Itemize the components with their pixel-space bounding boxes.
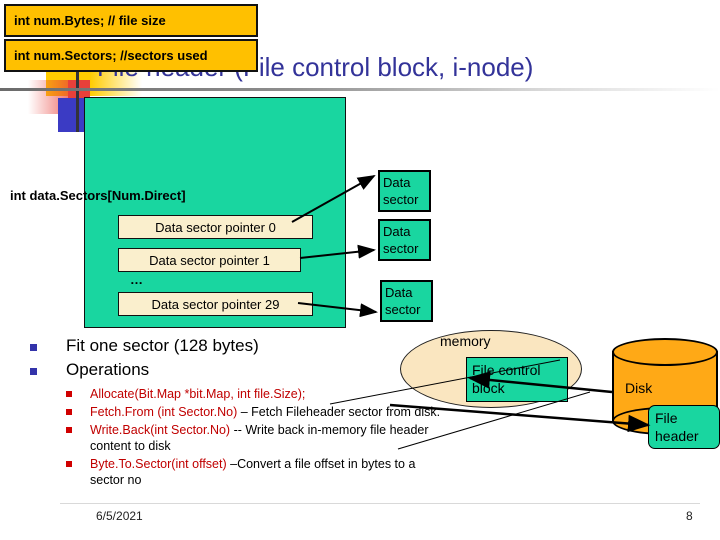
- file-control-block-line2: block: [472, 380, 505, 396]
- operation-bytetosector-desc: –Convert a file offset in bytes to a sec…: [90, 457, 416, 487]
- data-sector-pointer-0: Data sector pointer 0: [118, 215, 313, 239]
- data-sector-box-0-line2: sector: [383, 192, 419, 207]
- data-sector-box-2-line1: Data: [385, 285, 413, 300]
- data-sector-box-0: Data sector: [378, 170, 431, 212]
- footer-date: 6/5/2021: [96, 509, 143, 523]
- operation-fetchfrom: Fetch.From (int Sector.No) – Fetch Fileh…: [64, 404, 448, 420]
- operation-allocate: Allocate(Bit.Map *bit.Map, int file.Size…: [64, 386, 448, 402]
- bullet-operations-label: Operations: [66, 360, 150, 379]
- data-sector-box-1-line2: sector: [383, 241, 419, 256]
- disk-cylinder-top: [612, 338, 718, 366]
- square-sub-bullet-icon: [66, 409, 72, 415]
- disk-label: Disk: [625, 380, 653, 396]
- array-declaration: int data.Sectors[Num.Direct]: [10, 188, 186, 203]
- data-sector-box-1: Data sector: [378, 219, 431, 261]
- data-sector-box-2-line2: sector: [385, 302, 421, 317]
- memory-label: memory: [440, 333, 491, 349]
- field-num-bytes: int num.Bytes; // file size: [4, 4, 258, 37]
- disk-file-header-line2: header: [655, 428, 699, 444]
- title-divider: [0, 88, 720, 91]
- operation-writeback-desc: -- Write back in-memory file header cont…: [90, 423, 429, 453]
- pointer-ellipsis: …: [130, 272, 143, 287]
- data-sector-pointer-1: Data sector pointer 1: [118, 248, 301, 272]
- operation-writeback: Write.Back(int Sector.No) -- Write back …: [64, 422, 448, 454]
- data-sector-pointer-29: Data sector pointer 29: [118, 292, 313, 316]
- operation-fetchfrom-desc: – Fetch Fileheader sector from disk.: [237, 405, 441, 419]
- data-sector-box-0-line1: Data: [383, 175, 411, 190]
- operations-sublist: Allocate(Bit.Map *bit.Map, int file.Size…: [64, 386, 448, 488]
- footer-page-number: 8: [686, 509, 693, 523]
- square-bullet-icon: [30, 344, 37, 351]
- file-control-block-box: File control block: [466, 357, 568, 402]
- disk-file-header-box: File header: [648, 405, 720, 449]
- operation-writeback-signature: Write.Back(int Sector.No): [90, 423, 231, 437]
- bullet-fit-one-sector-label: Fit one sector (128 bytes): [66, 336, 259, 355]
- operation-fetchfrom-signature: Fetch.From (int Sector.No): [90, 405, 238, 419]
- bullet-fit-one-sector: Fit one sector (128 bytes): [28, 336, 448, 356]
- square-sub-bullet-icon: [66, 427, 72, 433]
- bullet-list: Fit one sector (128 bytes) Operations Al…: [28, 336, 448, 490]
- operation-allocate-signature: Allocate(Bit.Map *bit.Map, int file.Size…: [90, 387, 306, 401]
- bullet-operations: Operations: [28, 360, 448, 380]
- footer-divider: [60, 503, 700, 504]
- operation-bytetosector: Byte.To.Sector(int offset) –Convert a fi…: [64, 456, 448, 488]
- data-sector-box-1-line1: Data: [383, 224, 411, 239]
- data-sector-box-2: Data sector: [380, 280, 433, 322]
- file-control-block-line1: File control: [472, 362, 541, 378]
- square-sub-bullet-icon: [66, 391, 72, 397]
- disk-file-header-line1: File: [655, 410, 678, 426]
- square-sub-bullet-icon: [66, 461, 72, 467]
- square-bullet-icon: [30, 368, 37, 375]
- field-num-sectors: int num.Sectors; //sectors used: [4, 39, 258, 72]
- operation-bytetosector-signature: Byte.To.Sector(int offset): [90, 457, 227, 471]
